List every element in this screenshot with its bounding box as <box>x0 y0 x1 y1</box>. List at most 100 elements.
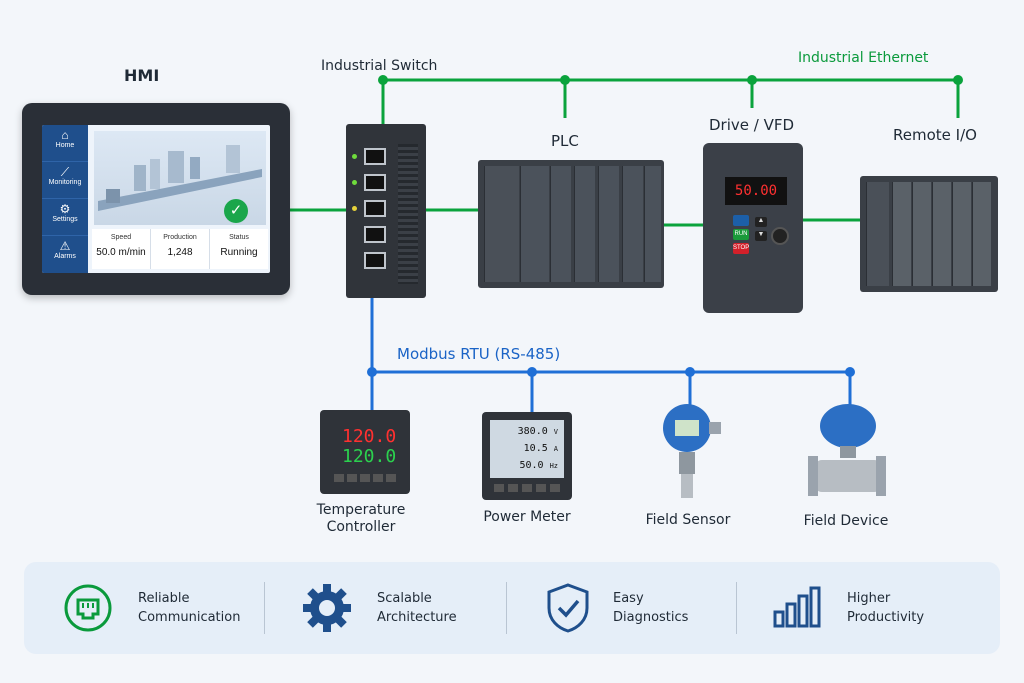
down-arrow-icon[interactable]: ▼ <box>755 231 767 241</box>
industrial-switch <box>346 124 426 298</box>
unit: Hz <box>549 462 558 470</box>
benefit-line: Diagnostics <box>613 610 689 625</box>
plc-rack <box>478 160 664 288</box>
divider <box>506 582 507 634</box>
up-arrow-icon[interactable]: ▲ <box>755 217 767 227</box>
industrial-switch-label: Industrial Switch <box>321 58 438 74</box>
rio-module <box>892 182 911 286</box>
stat-value: 50.0 m/min <box>96 247 146 258</box>
power-meter-screen: 380.0 V 10.5 A 50.0 Hz <box>490 420 564 478</box>
frequency-value: 50.0 <box>519 460 544 471</box>
hmi-panel: ⌂Home ⟋Monitoring ⚙Settings ⚠Alarms ✓ Sp… <box>22 103 290 295</box>
plc-cpu-module <box>484 166 519 282</box>
label-line: Controller <box>326 519 396 535</box>
rio-module <box>972 182 991 286</box>
benefit-line: Communication <box>138 610 241 625</box>
drive-vfd-label: Drive / VFD <box>709 116 795 134</box>
benefit-line: Productivity <box>847 610 925 625</box>
ethernet-port-icon <box>64 584 112 632</box>
benefit-line: Architecture <box>377 610 457 625</box>
pm-buttons[interactable] <box>494 484 560 492</box>
plc-io-module <box>574 166 595 282</box>
remote-io-label: Remote I/O <box>893 126 977 144</box>
stat-speed: Speed 50.0 m/min <box>92 229 151 269</box>
remote-io-rack <box>860 176 998 292</box>
gear-icon <box>303 584 351 632</box>
power-meter: 380.0 V 10.5 A 50.0 Hz <box>482 412 572 500</box>
hmi-nav-alarms[interactable]: ⚠Alarms <box>42 236 88 273</box>
vfd-run-button[interactable]: RUN <box>733 229 749 240</box>
hmi-nav-label: Home <box>55 142 75 149</box>
temperature-controller-label: Temperature Controller <box>317 502 406 536</box>
power-meter-label: Power Meter <box>483 509 571 525</box>
field-sensor-label: Field Sensor <box>645 512 731 528</box>
benefit-line: Reliable <box>138 591 190 606</box>
hmi-sidebar: ⌂Home ⟋Monitoring ⚙Settings ⚠Alarms <box>42 125 88 273</box>
stat-value: Running <box>220 247 258 258</box>
modbus-rtu-label: Modbus RTU (RS-485) <box>397 345 561 363</box>
hmi-nav-monitoring[interactable]: ⟋Monitoring <box>42 162 88 199</box>
unit: V <box>553 428 558 436</box>
benefit-line: Easy <box>613 591 644 606</box>
hmi-nav-label: Alarms <box>54 253 76 260</box>
vent-grille <box>398 144 418 284</box>
ethernet-port <box>364 200 386 217</box>
pv-display: 120.0 <box>342 426 397 447</box>
bar-chart-icon <box>773 586 821 628</box>
rio-module <box>932 182 951 286</box>
stat-key: Speed <box>110 234 132 241</box>
ethernet-port <box>364 148 386 165</box>
divider <box>264 582 265 634</box>
ethernet-port <box>364 226 386 243</box>
voltage-value: 380.0 <box>517 426 548 437</box>
status-ok-icon: ✓ <box>224 199 248 223</box>
plc-io-module <box>598 166 619 282</box>
unit: A <box>553 445 558 453</box>
plc-module <box>520 166 549 282</box>
field-sensor <box>663 404 721 498</box>
benefit-line: Higher <box>847 591 891 606</box>
gear-icon: ⚙ <box>59 202 71 216</box>
hmi-nav-settings[interactable]: ⚙Settings <box>42 199 88 236</box>
hmi-nav-label: Monitoring <box>48 179 82 186</box>
stat-key: Status <box>229 234 249 241</box>
vfd-dial[interactable] <box>771 227 789 245</box>
status-led <box>352 206 357 211</box>
field-device <box>808 404 886 496</box>
shield-check-icon <box>547 583 589 633</box>
industrial-ethernet-label: Industrial Ethernet <box>798 50 929 66</box>
status-led <box>352 180 357 185</box>
sv-display: 120.0 <box>342 446 397 467</box>
vfd-stop-button[interactable]: STOP <box>733 243 749 254</box>
tc-buttons[interactable] <box>334 474 396 482</box>
status-led <box>352 154 357 159</box>
hmi-nav-label: Settings <box>52 216 78 223</box>
trend-icon: ⟋ <box>60 165 70 179</box>
ethernet-port <box>364 174 386 191</box>
ethernet-port <box>364 252 386 269</box>
vfd-mode-button[interactable] <box>733 215 749 226</box>
hmi-nav-home[interactable]: ⌂Home <box>42 125 88 162</box>
hmi-label: HMI <box>124 66 160 85</box>
rio-module <box>912 182 931 286</box>
temperature-controller: 120.0 120.0 <box>320 410 410 494</box>
benefit-line: Scalable <box>377 591 432 606</box>
divider <box>736 582 737 634</box>
plc-label: PLC <box>551 132 579 150</box>
stat-key: Production <box>163 234 197 241</box>
plc-io-module <box>644 166 661 282</box>
rio-module <box>952 182 971 286</box>
warning-icon: ⚠ <box>59 239 71 253</box>
drive-vfd: 50.00 RUN STOP ▲ ▼ <box>703 143 803 313</box>
vfd-display: 50.00 <box>725 177 787 205</box>
